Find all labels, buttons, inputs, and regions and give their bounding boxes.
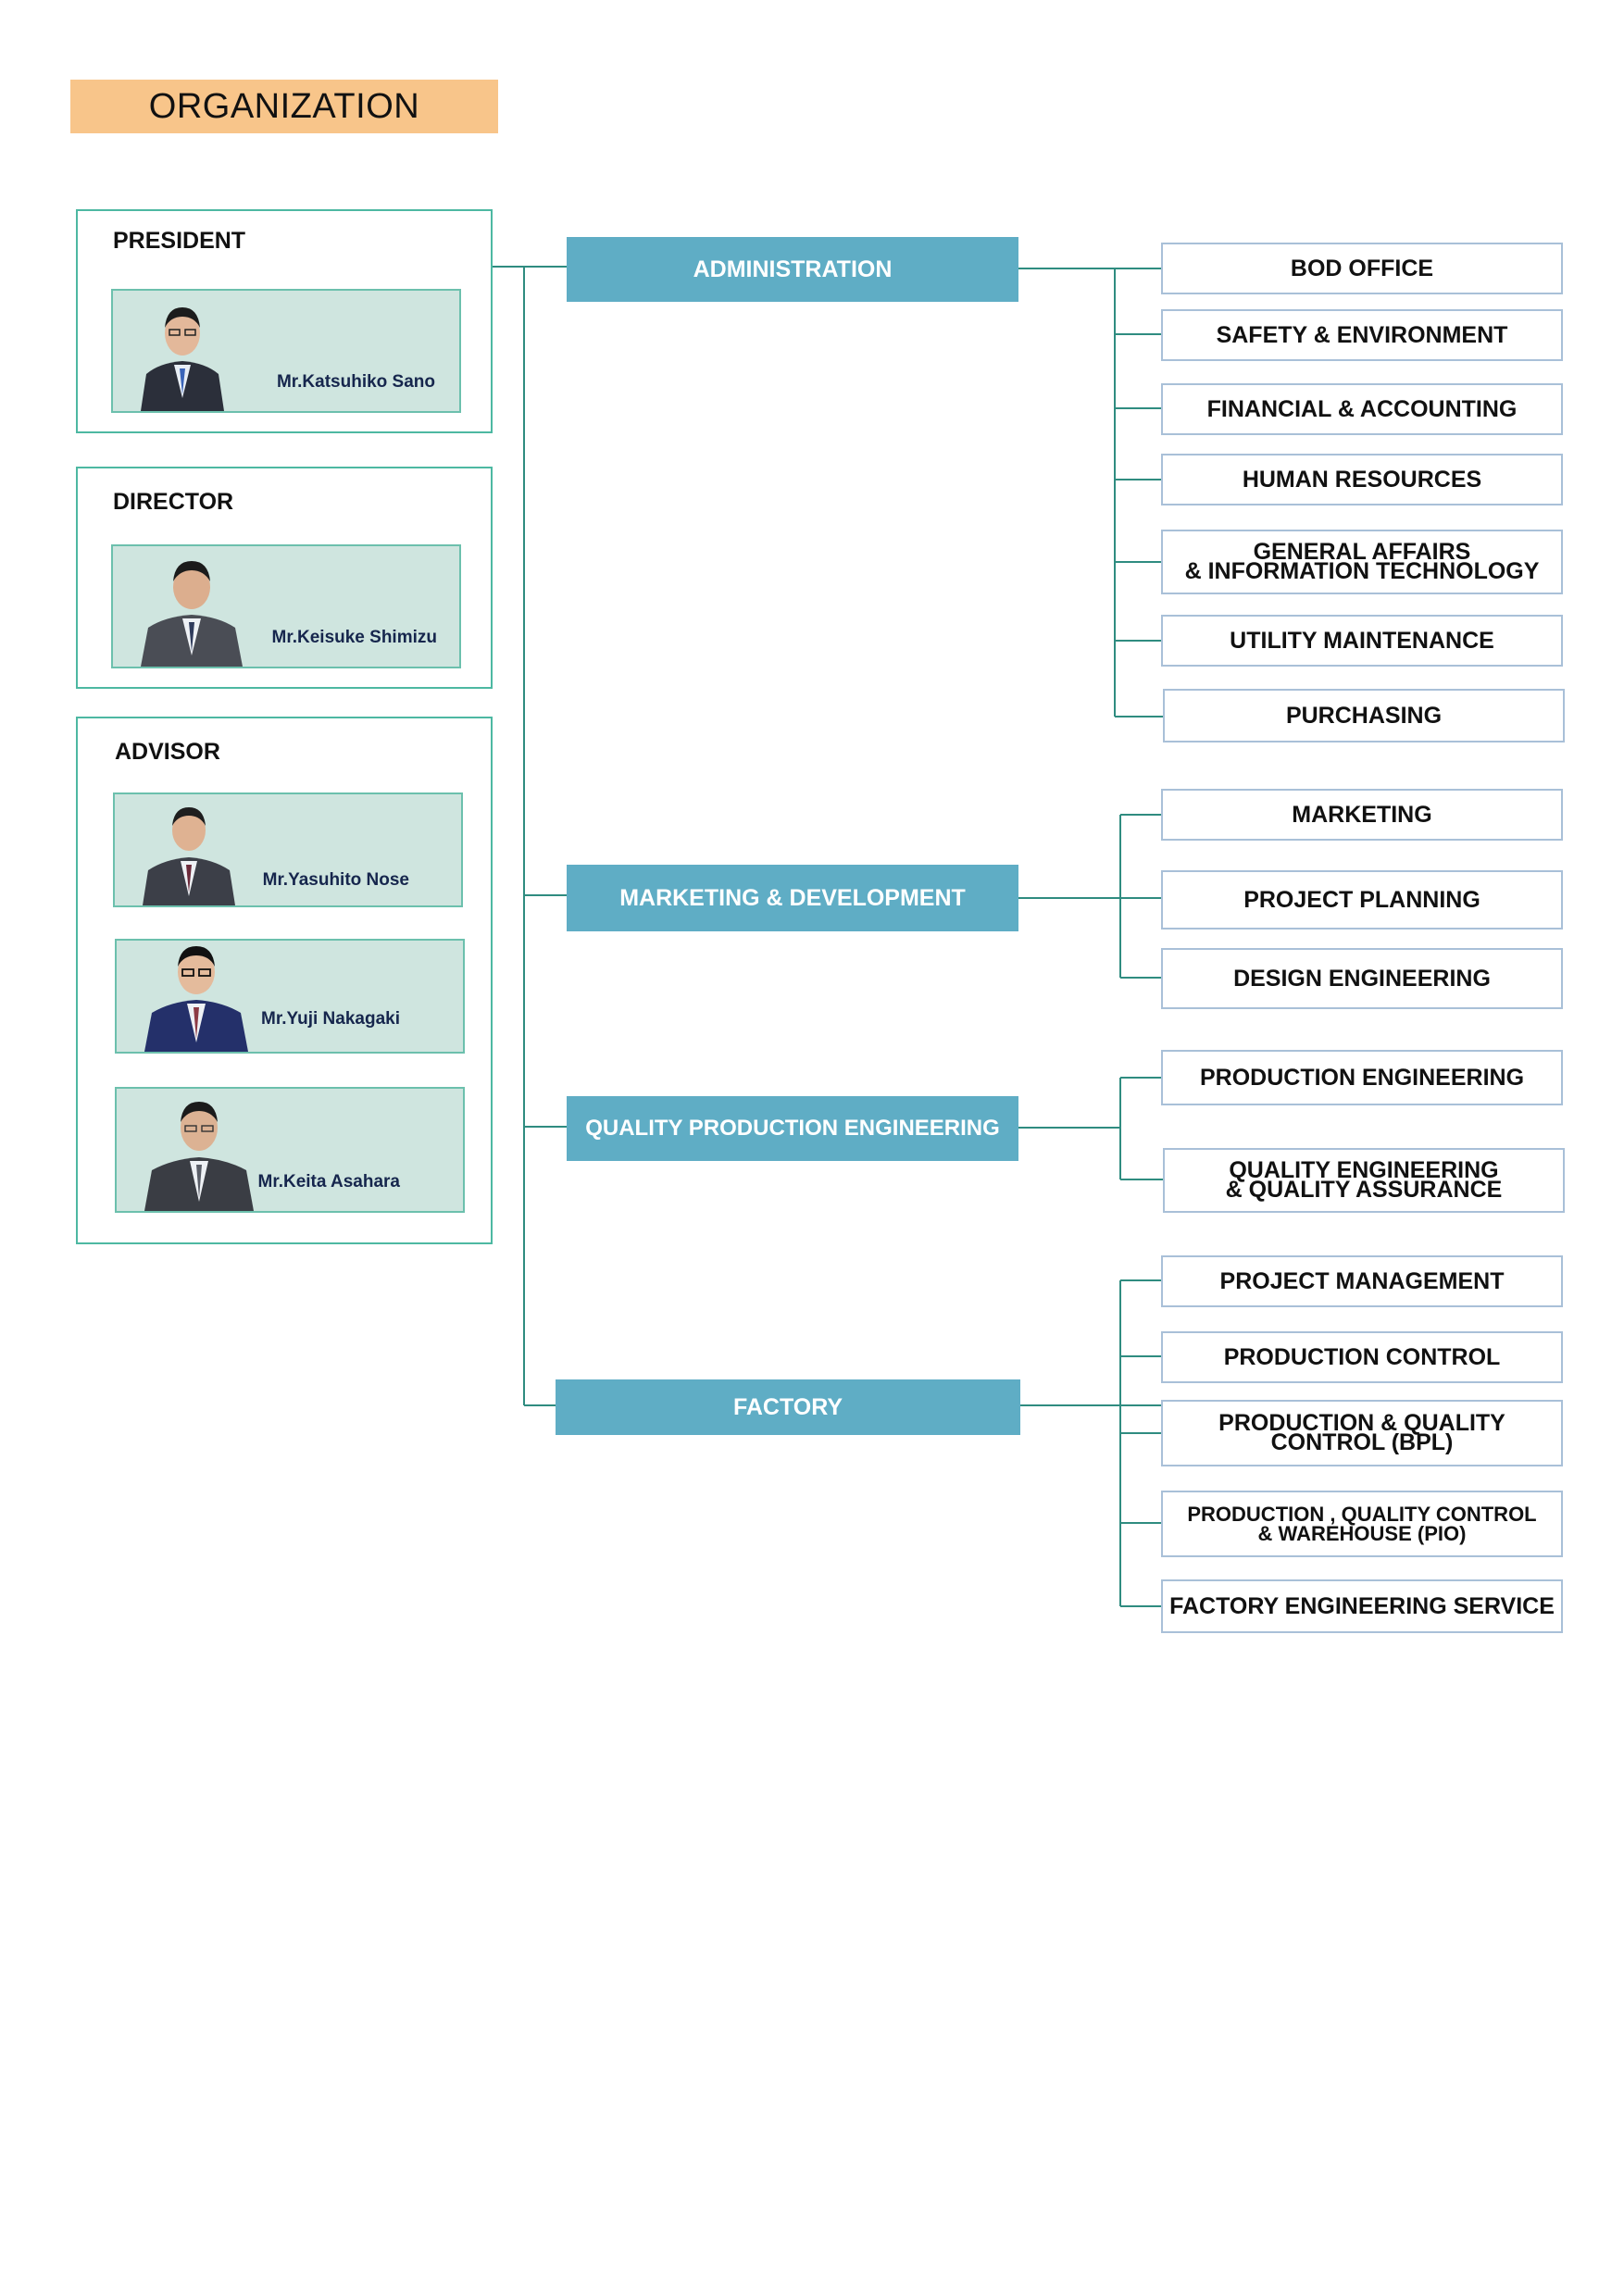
unit-box: GENERAL AFFAIRS & INFORMATION TECHNOLOGY — [1161, 530, 1563, 594]
director-card: DIRECTOR Mr.Keisuke Shimizu — [76, 467, 493, 689]
advisor-card: ADVISOR Mr.Yasuhito Nose Mr.Yuji Nakagak… — [76, 717, 493, 1244]
person-photo-icon — [143, 807, 235, 905]
person-card: Mr.Keita Asahara — [115, 1087, 465, 1213]
department-factory: FACTORY — [556, 1379, 1020, 1435]
advisor-role-label: ADVISOR — [115, 739, 220, 765]
department-administration: ADMINISTRATION — [567, 237, 1018, 302]
person-photo-icon — [141, 307, 224, 411]
unit-box: PURCHASING — [1163, 689, 1565, 742]
person-card: Mr.Katsuhiko Sano — [111, 289, 461, 413]
person-name: Mr.Yuji Nakagaki — [261, 1009, 400, 1029]
person-name: Mr.Yasuhito Nose — [262, 870, 409, 890]
unit-box: DESIGN ENGINEERING — [1161, 948, 1563, 1009]
president-card: PRESIDENT Mr.Katsuhiko Sano — [76, 209, 493, 433]
person-card: Mr.Yuji Nakagaki — [115, 939, 465, 1054]
unit-box: PROJECT MANAGEMENT — [1161, 1255, 1563, 1307]
department-marketing-development: MARKETING & DEVELOPMENT — [567, 865, 1018, 931]
unit-box: FINANCIAL & ACCOUNTING — [1161, 383, 1563, 435]
person-photo-icon — [144, 946, 248, 1052]
unit-box: PROJECT PLANNING — [1161, 870, 1563, 930]
person-name: Mr.Keisuke Shimizu — [271, 628, 437, 647]
unit-box: MARKETING — [1161, 789, 1563, 841]
director-role-label: DIRECTOR — [113, 489, 234, 515]
unit-box: QUALITY ENGINEERING & QUALITY ASSURANCE — [1163, 1148, 1565, 1213]
person-name: Mr.Katsuhiko Sano — [276, 372, 435, 392]
unit-box: SAFETY & ENVIRONMENT — [1161, 309, 1563, 361]
person-photo-icon — [141, 561, 243, 667]
person-name: Mr.Keita Asahara — [257, 1172, 400, 1192]
unit-box: PRODUCTION , QUALITY CONTROL & WAREHOUSE… — [1161, 1491, 1563, 1557]
unit-box: HUMAN RESOURCES — [1161, 454, 1563, 505]
person-card: Mr.Keisuke Shimizu — [111, 544, 461, 668]
unit-box: PRODUCTION CONTROL — [1161, 1331, 1563, 1383]
person-card: Mr.Yasuhito Nose — [113, 792, 463, 907]
unit-box: FACTORY ENGINEERING SERVICE — [1161, 1579, 1563, 1633]
person-photo-icon — [144, 1102, 254, 1211]
unit-box: PRODUCTION & QUALITY CONTROL (BPL) — [1161, 1400, 1563, 1466]
unit-box: BOD OFFICE — [1161, 243, 1563, 294]
president-role-label: PRESIDENT — [113, 228, 246, 254]
page-title: ORGANIZATION — [70, 80, 498, 133]
unit-box: PRODUCTION ENGINEERING — [1161, 1050, 1563, 1105]
unit-box: UTILITY MAINTENANCE — [1161, 615, 1563, 667]
department-quality-production-engineering: QUALITY PRODUCTION ENGINEERING — [567, 1096, 1018, 1161]
